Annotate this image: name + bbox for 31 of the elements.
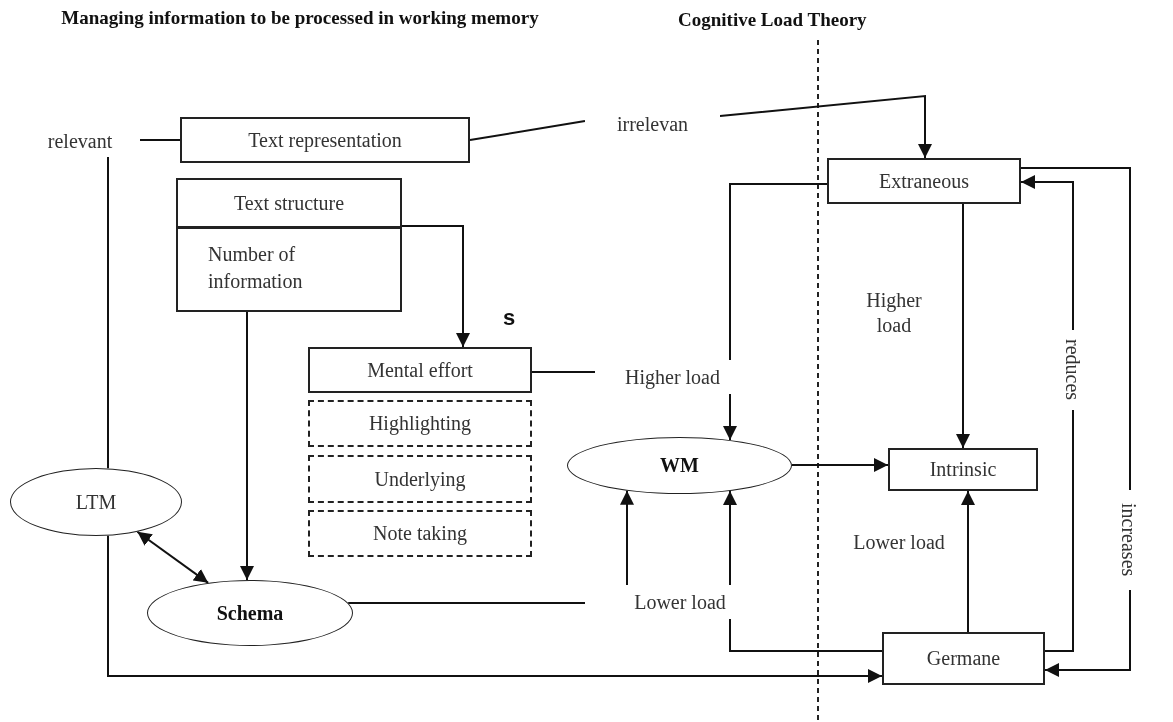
arrow xyxy=(723,489,737,586)
arrow xyxy=(401,225,470,348)
arrow xyxy=(723,393,737,442)
arrow xyxy=(620,489,634,586)
connector-line xyxy=(139,139,181,141)
arrow xyxy=(956,203,970,449)
connector-line xyxy=(347,602,586,604)
arrow xyxy=(961,490,975,633)
connector-line xyxy=(469,120,586,141)
connector-line xyxy=(531,371,596,373)
process-box: Extraneous xyxy=(827,158,1021,204)
process-box: Number of information xyxy=(176,227,402,312)
process-box: Intrinsic xyxy=(888,448,1038,491)
ellipse-node: LTM xyxy=(10,468,182,536)
ellipse-node: Schema xyxy=(147,580,353,646)
arrow xyxy=(107,534,883,683)
arrow xyxy=(791,458,889,472)
connector-line xyxy=(729,183,828,361)
dashed-box: Highlighting xyxy=(308,400,532,447)
process-box: Text structure xyxy=(176,178,402,228)
dashed-box: Underlying xyxy=(308,455,532,503)
process-box: Germane xyxy=(882,632,1045,685)
process-box: Mental effort xyxy=(308,347,532,393)
connector-line xyxy=(729,618,883,652)
arrow xyxy=(240,311,254,581)
ellipse-node: WM xyxy=(567,437,792,494)
process-box: Text representation xyxy=(180,117,470,163)
arrow xyxy=(719,94,932,159)
arrow xyxy=(136,530,210,584)
dashed-box: Note taking xyxy=(308,510,532,557)
connector-line xyxy=(107,156,109,470)
